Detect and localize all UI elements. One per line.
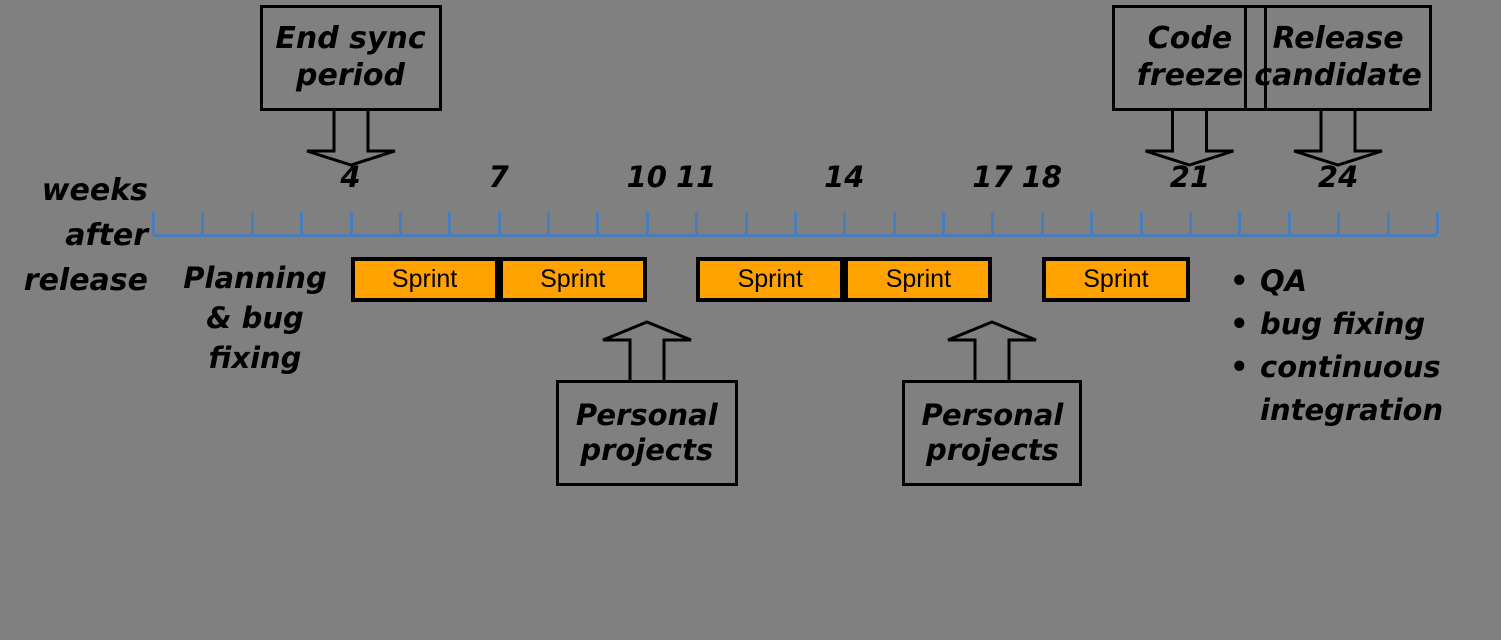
axis-tick [1287,212,1291,234]
week-label-4: 4 [340,160,361,194]
axis-side-label-line: weeks [41,173,148,208]
week-label-24: 24 [1317,160,1359,194]
axis-tick [547,212,551,234]
callout-text-line: End sync [275,21,426,57]
axis-tick [1435,212,1439,234]
axis-side-label-line: after [65,218,148,253]
axis-tick [250,212,254,234]
timeline-axis [153,234,1437,237]
activity-label: bug fixing [1260,306,1426,341]
axis-tick [695,212,699,234]
activity-list-item: • bug fixing [1230,303,1501,346]
axis-tick [1238,212,1242,234]
bullet-dot-icon: • [1230,306,1249,341]
axis-tick [1090,212,1094,234]
axis-tick [1040,212,1044,234]
callout-arrow-icon [1145,111,1235,167]
callout-text-line: projects [925,433,1059,467]
week-label-18: 18 [1021,160,1063,194]
axis-tick [645,212,649,234]
callout-arrow-icon [1293,111,1383,167]
axis-tick [448,212,452,234]
axis-tick [991,212,995,234]
callout-text-line: Personal [921,397,1064,432]
callout-text-line: period [296,58,405,93]
callout-arrow-icon [602,320,692,380]
axis-tick [300,212,304,234]
activities-bullet-list: • QA • bug fixing • continuous integration [1222,260,1501,432]
axis-side-label: weeks after release [0,168,148,303]
sprint-box-1[interactable]: Sprint [350,257,499,302]
activities-list: • QA • bug fixing • continuous integration [1222,260,1501,432]
callout-text-line: freeze [1136,58,1244,93]
axis-side-label-line: release [23,263,148,298]
axis-tick [596,212,600,234]
week-label-11: 11 [675,160,717,194]
axis-tick [201,212,205,234]
sprint-box-5[interactable]: Sprint [1041,257,1190,302]
planning-label-line: & bug fixing [206,301,304,376]
callout-text-line: Personal [575,397,718,432]
sprint-box-3[interactable]: Sprint [696,257,845,302]
planning-label: Planning & bug fixing [160,258,350,378]
callout-arrow-icon [947,320,1038,380]
axis-tick [349,212,353,234]
axis-tick [744,212,748,234]
activity-label: continuous integration [1260,349,1444,427]
sprint-box-2[interactable]: Sprint [498,257,647,302]
axis-tick [843,212,847,234]
sprint-box-4[interactable]: Sprint [844,257,993,302]
callout-text-line: projects [580,433,714,467]
activity-list-item: • QA [1230,260,1501,303]
bullet-dot-icon: • [1230,349,1249,384]
axis-tick [398,212,402,234]
axis-tick [793,212,797,234]
activity-list-item: • continuous integration [1230,346,1501,432]
callout-text-line: Release [1272,21,1404,57]
activity-label: QA [1260,264,1308,298]
axis-tick [152,212,155,234]
week-label-21: 21 [1169,160,1211,194]
planning-label-line: Planning [183,261,327,295]
week-label-10: 10 [626,160,667,194]
axis-tick [1337,212,1341,234]
callout-text-line: Code [1147,21,1233,57]
week-label-7: 7 [488,160,509,194]
bullet-dot-icon: • [1230,264,1249,298]
callout-arrow-icon [306,111,395,167]
axis-tick [892,212,896,234]
week-label-17: 17 [972,160,1013,194]
axis-tick [1386,212,1390,234]
callout-text-line: candidate [1254,58,1422,93]
axis-tick [497,212,501,234]
axis-tick [1188,212,1192,234]
week-label-14: 14 [824,160,865,194]
axis-tick [1139,212,1143,234]
axis-tick [942,212,946,234]
